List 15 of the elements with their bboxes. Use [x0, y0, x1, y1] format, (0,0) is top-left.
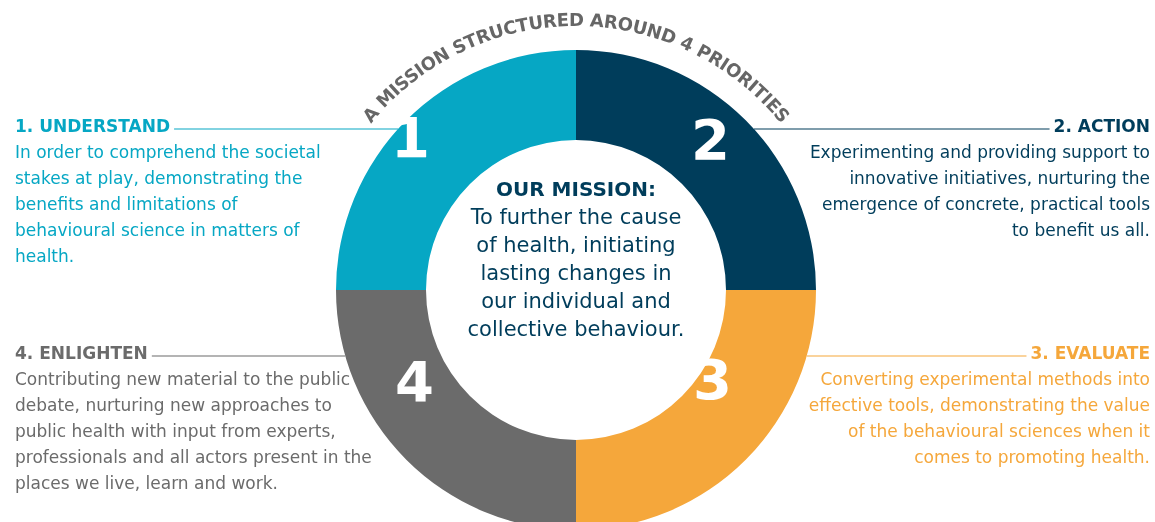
- mission-text: To further the cause of health, initiating lasting changes in our individual and collective behaviour.: [466, 204, 686, 343]
- section-heading: 1. UNDERSTAND: [15, 115, 171, 137]
- leader-line: [753, 128, 1051, 130]
- description-text: Experimenting and providing support to innovative initiatives, nurturing the emergence of concrete, practical tools to benefit us all.: [808, 141, 1150, 242]
- description-text: Converting experimental methods into effective tools, demonstrating the value of the behavioural sciences when it comes to promoting health.: [807, 368, 1150, 469]
- description-text: Contributing new material to the public debate, nurturing new approaches to public health with input from experts, professionals and all actors present in the places we live, learn and work.: [15, 368, 373, 495]
- leader-line: [806, 355, 1028, 357]
- leader-line: [151, 355, 346, 357]
- segment-number: 4: [395, 352, 434, 412]
- leader-line: [173, 128, 399, 130]
- section-heading: 4. ENLIGHTEN: [15, 342, 148, 364]
- section-heading: 3. EVALUATE: [1030, 342, 1150, 364]
- section-heading: 2. ACTION: [1053, 115, 1150, 137]
- mission-heading: OUR MISSION:: [494, 176, 657, 203]
- description-text: In order to comprehend the societal stakes at play, demonstrating the benefits and limitations of behavioural science in matters of health.: [15, 141, 322, 268]
